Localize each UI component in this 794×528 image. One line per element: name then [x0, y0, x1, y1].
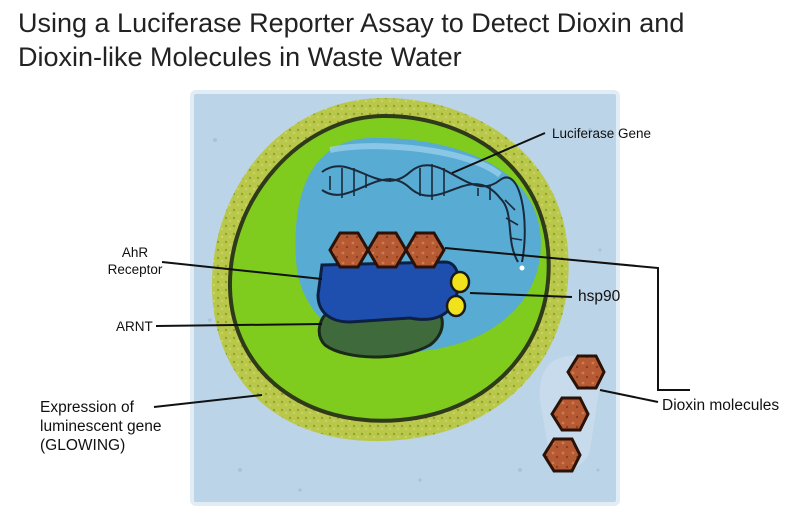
label-hsp90: hsp90: [578, 288, 621, 305]
label-ahr-line2: Receptor: [107, 262, 163, 277]
leader-dioxin-free: [599, 389, 659, 403]
title-line-1: Using a Luciferase Reporter Assay to Det…: [18, 8, 685, 38]
free-dioxin-molecules: [542, 354, 606, 473]
hsp90-protein: [445, 270, 471, 318]
leader-dioxin: [444, 247, 690, 391]
diagram-title: Using a Luciferase Reporter Assay to Det…: [18, 6, 778, 74]
label-arnt: ARNT: [116, 319, 153, 334]
leader-expression: [153, 394, 263, 408]
label-expression-line1: Expression of: [40, 399, 134, 416]
label-dioxin-molecules: Dioxin molecules: [662, 397, 780, 414]
label-expression-line2: luminescent gene: [40, 418, 162, 435]
ahr-receptor: [316, 260, 460, 324]
leader-hsp90: [469, 292, 573, 298]
luciferase-gene-dna: [321, 164, 526, 263]
leader-arnt: [155, 323, 323, 327]
label-expression-line3: (GLOWING): [40, 437, 126, 454]
label-ahr-receptor: AhR Receptor: [100, 244, 170, 278]
title-line-2: Dioxin-like Molecules in Waste Water: [18, 42, 462, 72]
leader-luciferase-gene: [451, 132, 546, 174]
label-ahr-line1: AhR: [121, 245, 149, 260]
label-luciferase-gene: Luciferase Gene: [552, 126, 652, 141]
leader-ahr: [161, 261, 323, 280]
bound-dioxin-molecule: [328, 231, 446, 269]
label-expression: Expression of luminescent gene (GLOWING): [40, 398, 162, 455]
